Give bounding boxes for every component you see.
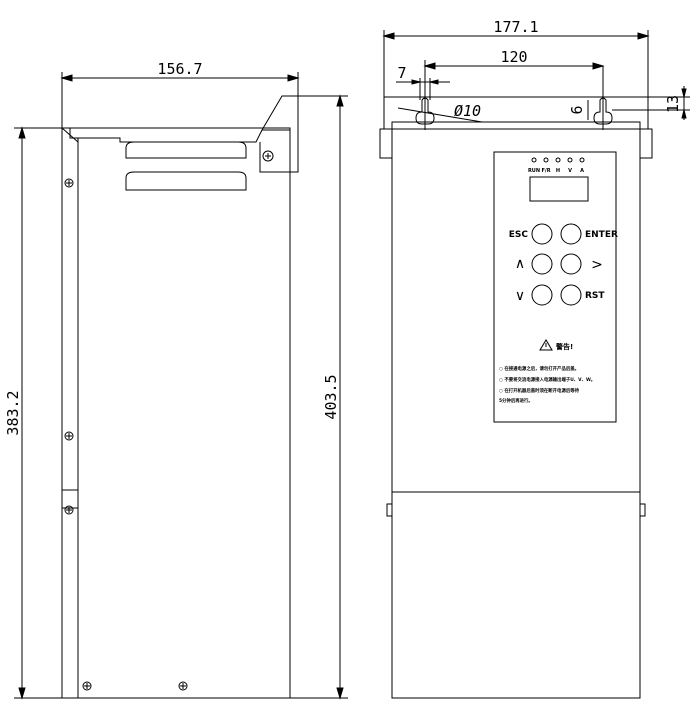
rst-button[interactable] — [560, 284, 582, 306]
led-indicator — [543, 157, 549, 163]
screw-icon — [64, 505, 74, 515]
warning-line: 5分钟后再进行。 — [499, 397, 533, 404]
side-top-bracket — [69, 95, 299, 173]
right-button[interactable] — [560, 253, 582, 275]
up-button[interactable] — [531, 253, 553, 275]
down-button[interactable] — [531, 284, 553, 306]
screw-icon — [178, 681, 188, 691]
front-housing — [391, 121, 641, 699]
mount-hole-left — [415, 90, 435, 130]
dim-hole-spacing: 120 — [500, 48, 527, 66]
dim-side-width: 156.7 — [157, 60, 202, 78]
led-label: H — [556, 168, 560, 174]
screw-icon — [82, 681, 92, 691]
lcd-display — [529, 176, 589, 202]
screw-icon — [64, 431, 74, 441]
enter-label: ENTER — [585, 230, 618, 240]
dim-hole-top: 13 — [664, 95, 682, 113]
warning-line: ○ 不要将交流电源接入电源输出端子U、V、W。 — [499, 376, 595, 383]
dim-hole-diameter: Ø10 — [454, 102, 481, 120]
down-arrow-icon: ∨ — [515, 288, 525, 304]
up-arrow-icon: ∧ — [515, 256, 525, 272]
warning-line: ○ 在打开机器后盖时须在断开电源后等待 — [499, 387, 580, 394]
esc-label: ESC — [509, 230, 529, 240]
led-indicator — [567, 157, 573, 163]
dim-front-width: 177.1 — [493, 18, 538, 36]
control-panel — [493, 151, 617, 423]
rst-label: RST — [585, 291, 605, 301]
dim-side-height-outer: 403.5 — [322, 374, 340, 419]
led-label: F/R — [541, 168, 550, 174]
side-vent-2 — [125, 171, 247, 191]
screw-icon — [262, 150, 274, 162]
led-indicator — [531, 157, 537, 163]
front-view — [379, 30, 690, 699]
side-vent-1 — [125, 141, 247, 159]
led-indicator — [579, 157, 585, 163]
side-view — [14, 72, 348, 700]
side-body — [61, 127, 291, 699]
warning-title: 警告! — [556, 342, 573, 351]
warning-icon — [539, 339, 553, 351]
led-label: RUN — [528, 168, 540, 174]
warning-line: ○ 在接通电源之后，请勿打开产品后盖。 — [499, 365, 579, 372]
dim-hole-offset: 7 — [397, 64, 406, 82]
dim-side-height-inner: 383.2 — [4, 390, 22, 435]
led-label: V — [568, 168, 572, 174]
led-label: A — [580, 168, 584, 174]
led-indicator — [555, 157, 561, 163]
enter-button[interactable] — [560, 223, 582, 245]
right-arrow-icon: > — [591, 257, 603, 273]
mounting-plate — [383, 96, 649, 130]
dim-hole-depth: 6 — [568, 105, 586, 114]
esc-button[interactable] — [531, 223, 553, 245]
mount-hole-right — [593, 66, 613, 130]
screw-icon — [64, 178, 74, 188]
